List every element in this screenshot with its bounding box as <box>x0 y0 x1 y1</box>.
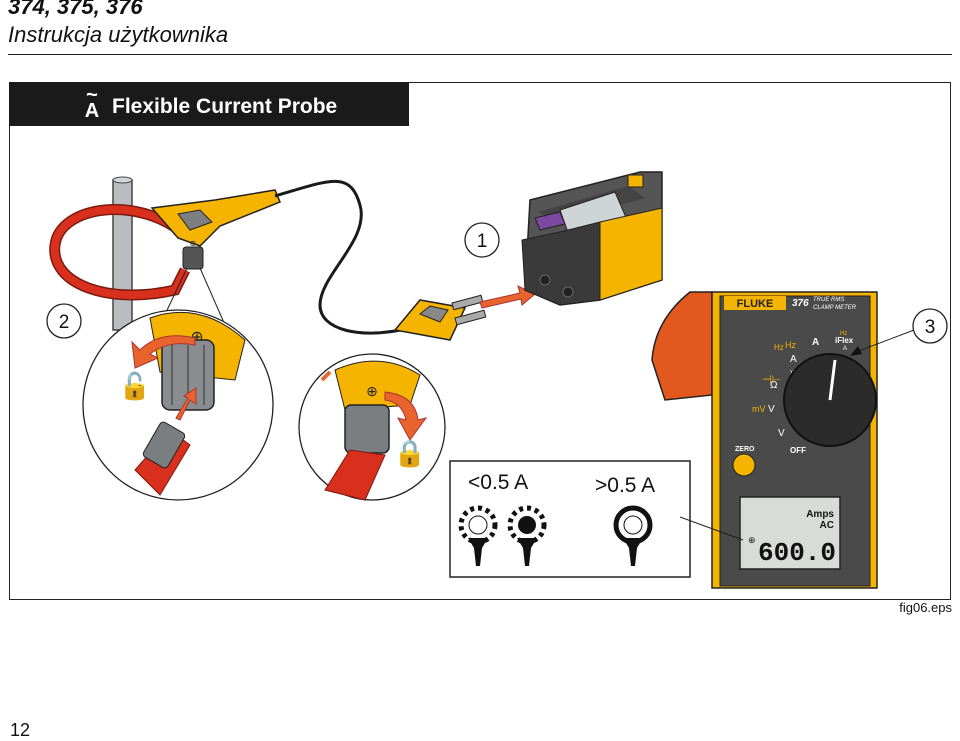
meter-model: 376 <box>792 298 809 309</box>
lock-arrow <box>384 391 428 441</box>
svg-text:⊣⊢: ⊣⊢ <box>762 374 781 386</box>
figure-filename: fig06.eps <box>899 600 952 615</box>
meter-brand: FLUKE <box>737 298 774 310</box>
dial-ohm: Ω <box>770 380 778 391</box>
zero-label: ZERO <box>735 446 755 453</box>
unlocked-padlock-icon: 🔓 <box>119 371 151 401</box>
probe-indicator-blink-1-icon <box>458 505 498 566</box>
meter-caption-2: CLAMP METER <box>813 305 857 311</box>
figure-frame <box>9 82 951 600</box>
detail-locked: ⊕ 🔒 <box>298 353 446 501</box>
dial-a-dc: A <box>812 337 819 348</box>
svg-text:V: V <box>768 404 775 415</box>
header-model: 374, 375, 376 <box>8 0 143 19</box>
svg-text:⊕: ⊕ <box>190 239 197 248</box>
dial-v-ac: V <box>778 428 785 439</box>
legend-high: >0.5 A <box>595 474 655 497</box>
svg-text:A: A <box>790 354 797 365</box>
meter-front-view: FLUKE 376 TRUE RMS CLAMP METER Hz A Hz i… <box>651 291 878 589</box>
ac-tilde: ~ <box>86 84 98 106</box>
dial-hz-a: Hz <box>785 340 796 350</box>
header-title: Instrukcja użytkownika <box>8 22 229 47</box>
dial-iflex-a: A <box>843 346 847 352</box>
meter-bottom-view <box>521 171 663 306</box>
probe-indicator-steady-icon <box>613 505 653 566</box>
dial-mv: mV <box>752 404 766 414</box>
lcd-unit-1: Amps <box>806 509 834 520</box>
callout-1: 1 <box>477 231 488 252</box>
unlock-arrow <box>131 335 196 369</box>
callout-3: 3 <box>925 317 936 338</box>
push-arrow <box>175 387 197 421</box>
page-number: 12 <box>10 720 31 740</box>
header-rule <box>8 54 952 55</box>
dial-hz-left: Hz <box>774 343 784 352</box>
threshold-legend: <0.5 A >0.5 A <box>449 460 744 578</box>
lcd-display <box>739 496 841 570</box>
zero-button <box>732 453 756 477</box>
detail-unlocked: ⊕ 🔓 <box>82 309 274 501</box>
section-title: Flexible Current Probe <box>112 95 338 118</box>
dial-iflex-hz: Hz <box>840 331 847 337</box>
callout-2: 2 <box>59 312 70 333</box>
insert-arrow <box>479 285 536 309</box>
probe-indicator-blink-2-icon <box>507 505 547 566</box>
locked-padlock-icon: 🔒 <box>394 438 426 468</box>
probe-head: ⊕ <box>150 189 281 270</box>
svg-text:⊕: ⊕ <box>366 383 378 399</box>
lcd-unit-2: AC <box>820 520 834 531</box>
lcd-probe-icon: ⊕ <box>748 535 756 545</box>
conductor-pole <box>112 176 133 331</box>
flexible-loop <box>49 204 190 301</box>
ac-letter: A <box>84 100 100 122</box>
dial-off: OFF <box>790 446 806 455</box>
meter-caption-1: TRUE RMS <box>813 297 844 303</box>
dial-iflex: iFlex <box>835 336 854 345</box>
legend-low: <0.5 A <box>468 471 528 494</box>
probe-illustration: ⊕ 1 2 ⊕ 🔓 <box>46 171 948 589</box>
ac-current-symbol: ~ A <box>79 84 105 122</box>
section-banner: ~ A Flexible Current Probe <box>9 82 409 126</box>
probe-cable <box>274 180 411 335</box>
lcd-reading: 600.0 <box>758 538 836 568</box>
banana-plug <box>393 294 487 341</box>
